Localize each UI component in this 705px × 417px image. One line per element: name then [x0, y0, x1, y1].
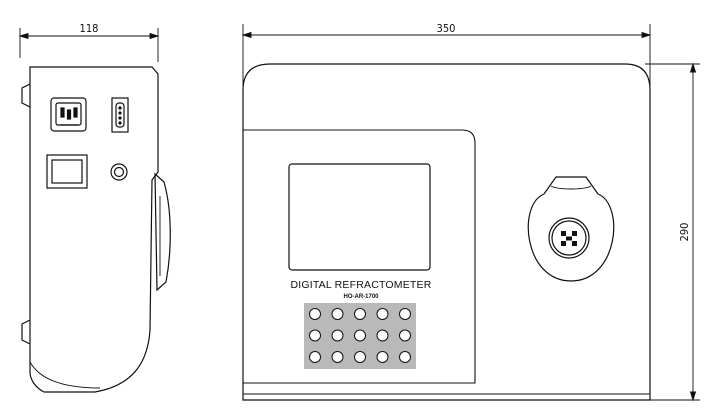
- keypad-button: [376, 329, 389, 342]
- keypad-button: [399, 329, 411, 342]
- side-probe-housing: [154, 172, 171, 292]
- prism-inner-ring: [551, 220, 587, 256]
- front-width-label: 350: [437, 22, 456, 35]
- front-panel: [243, 129, 476, 384]
- power-switch: [46, 154, 88, 189]
- round-connector-icon: [110, 163, 128, 181]
- keypad-button: [309, 329, 321, 342]
- keypad-button: [309, 351, 321, 363]
- front-body-outline: [242, 63, 651, 401]
- keypad-button: [331, 329, 344, 342]
- side-body-outline: [29, 66, 159, 393]
- device-title: DIGITAL REFRACTOMETER: [290, 279, 431, 291]
- keypad-button: [331, 351, 344, 363]
- side-width-label: 118: [80, 22, 99, 35]
- keypad-button: [331, 308, 344, 320]
- sample-well: [527, 176, 615, 282]
- side-top-foot: [21, 83, 31, 108]
- keypad-button: [376, 308, 389, 320]
- front-height-label: 290: [678, 223, 691, 242]
- keypad-button: [399, 351, 411, 363]
- keypad-button: [399, 308, 411, 320]
- power-socket-icon: [50, 97, 87, 132]
- front-width-dimension: [241, 24, 652, 86]
- serial-port-icon: [111, 97, 129, 133]
- device-model: HO-AR-1700: [343, 294, 379, 300]
- side-width-dimension: [18, 28, 160, 62]
- prism-outer-ring: [548, 217, 590, 259]
- keypad-button: [376, 351, 389, 363]
- keypad-button: [354, 308, 366, 320]
- prism-icon: [561, 231, 577, 246]
- sample-well-housing: [527, 176, 615, 282]
- display-screen: [288, 163, 431, 271]
- side-bottom-foot: [21, 319, 31, 345]
- sample-well-lid-notch: [550, 185, 592, 190]
- front-height-dimension: [645, 62, 700, 402]
- keypad: [304, 303, 416, 369]
- side-bottom-curve: [29, 361, 101, 389]
- keypad-button: [354, 351, 366, 363]
- side-view: 118: [18, 22, 171, 393]
- keypad-button: [354, 329, 366, 342]
- keypad-button: [309, 308, 321, 320]
- front-view: 350 290 DIGITAL REFRACTOMETER HO-AR-1700: [241, 22, 700, 402]
